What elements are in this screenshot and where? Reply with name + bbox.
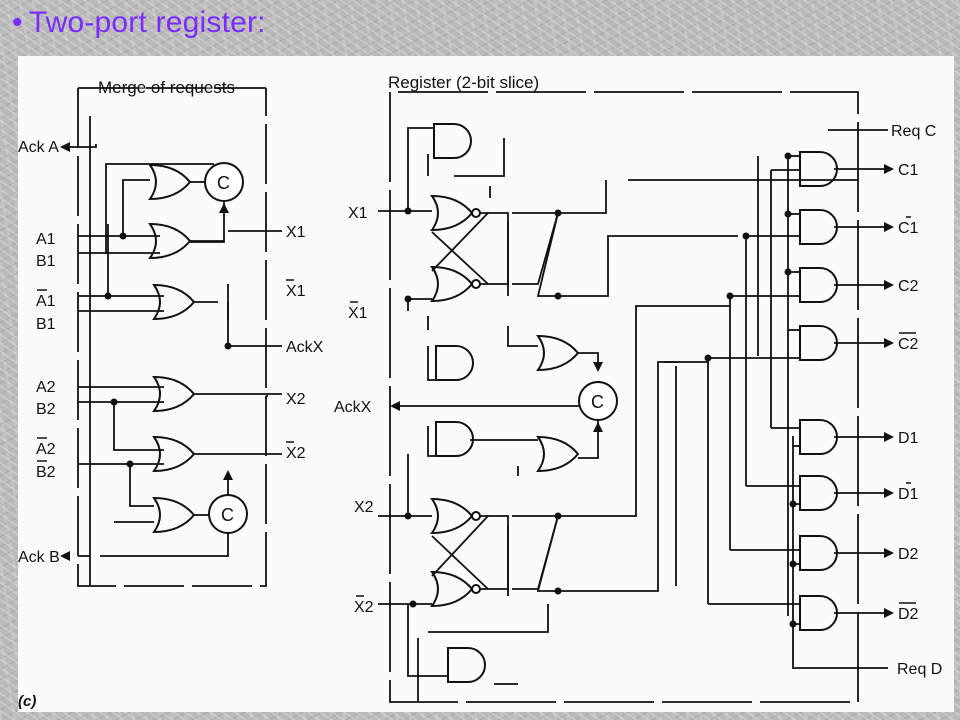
label-x1-out: X1 <box>286 224 306 241</box>
or-gate-r2 <box>537 436 579 472</box>
or-gate-r1 <box>537 335 579 371</box>
nor-gate-r3 <box>431 498 481 534</box>
and-gate-d2 <box>799 535 838 571</box>
output-arrows <box>884 164 894 618</box>
label-x1-in: X1 <box>348 205 368 222</box>
label-d2: D2 <box>898 546 919 563</box>
and-gate-r2 <box>435 345 474 381</box>
and-gate-r4 <box>447 647 486 683</box>
label-d2bar: D2 <box>898 606 919 623</box>
nor-gate-r2 <box>431 266 481 302</box>
label-ack-b: Ack B <box>18 549 60 566</box>
label-d1: D1 <box>898 430 919 447</box>
merge-title: Merge of requests <box>98 78 235 97</box>
label-a2-bar: A2 <box>36 441 56 458</box>
output-wires <box>675 129 888 669</box>
register-title: Register (2-bit slice) <box>388 73 539 92</box>
label-d1bar: D1 <box>898 486 919 503</box>
label-ackx-in: AckX <box>334 399 372 416</box>
title-text: Two-port register: <box>28 6 266 39</box>
label-x2-in: X2 <box>354 499 374 516</box>
label-b2-bar: B2 <box>36 464 56 481</box>
label-x2bar-in: X2 <box>354 599 374 616</box>
label-x1bar-in: X1 <box>348 305 368 322</box>
and-gate-r1 <box>433 123 472 159</box>
nor-gate-r1 <box>431 195 481 231</box>
label-b1: B1 <box>36 253 56 270</box>
output-section: Req C Req D C1 C1 C2 C2 D1 D1 D2 D2 <box>675 123 942 678</box>
and-gate-d1bar <box>799 475 838 511</box>
label-c1: C1 <box>898 162 919 179</box>
c-element-top-label: C <box>217 173 230 193</box>
label-x2bar-out: X2 <box>286 445 306 462</box>
c-element-register-label: C <box>591 392 604 412</box>
and-gate-c1bar <box>799 209 838 245</box>
label-x1bar-out: X1 <box>286 283 306 300</box>
label-b2: B2 <box>36 401 56 418</box>
or-gate-1 <box>149 164 191 200</box>
label-a1-bar: A1 <box>36 293 56 310</box>
and-gate-d1 <box>799 419 838 455</box>
merge-section: C C <box>18 116 324 710</box>
label-ack-a: Ack A <box>18 139 59 156</box>
circuit-svg: Merge of requests Register (2-bit slice)… <box>18 73 942 710</box>
merge-junctions <box>104 232 232 468</box>
label-c2: C2 <box>898 278 919 295</box>
figure-tag: (c) <box>18 693 36 710</box>
label-b1-bar: B1 <box>36 316 56 333</box>
label-a1: A1 <box>36 231 56 248</box>
register-arrows <box>390 362 603 432</box>
and-gate-r3 <box>435 421 474 457</box>
or-gate-4 <box>153 376 195 412</box>
merge-arrows <box>60 142 233 561</box>
title-bullet: • <box>12 6 23 39</box>
c-element-bottom-label: C <box>221 505 234 525</box>
register-junctions <box>404 207 562 608</box>
slide-title: •Two-port register: <box>12 6 266 40</box>
label-req-c: Req C <box>891 123 936 140</box>
label-req-d: Req D <box>897 661 942 678</box>
dashed-boundaries <box>77 87 859 703</box>
or-gate-6 <box>153 497 195 533</box>
or-gate-5 <box>153 436 195 472</box>
register-section: C <box>334 123 858 702</box>
or-gate-3 <box>153 284 195 320</box>
label-a2: A2 <box>36 379 56 396</box>
output-junctions <box>704 152 797 628</box>
label-c2bar: C2 <box>898 336 919 353</box>
nor-gate-r4 <box>431 571 481 607</box>
and-gate-c2 <box>799 267 838 303</box>
circuit-diagram: Merge of requests Register (2-bit slice)… <box>18 56 954 712</box>
label-ackx-out: AckX <box>286 339 324 356</box>
label-x2-out: X2 <box>286 391 306 408</box>
label-c1bar: C1 <box>898 220 919 237</box>
merge-wires <box>68 116 282 586</box>
and-gate-d2bar <box>799 595 838 631</box>
and-gate-c2bar <box>799 325 838 361</box>
register-wires <box>378 127 858 702</box>
